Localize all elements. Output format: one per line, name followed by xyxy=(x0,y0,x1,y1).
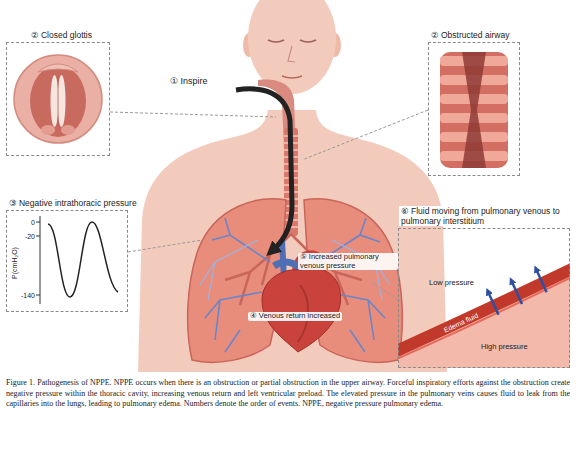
figure-caption: Figure 1. Pathogenesis of NPPE. NPPE occ… xyxy=(6,378,570,410)
callout-label: ⑤ Increased pulmonary venous pressure xyxy=(298,253,398,270)
inset-panel: ⑥ Fluid moving from pulmonary venous to … xyxy=(398,228,570,368)
panel-heading: ⑥ Fluid moving from pulmonary venous to … xyxy=(399,206,571,226)
vessel-section xyxy=(398,267,570,368)
pulmonary-vessels xyxy=(205,218,385,352)
leader-line xyxy=(128,240,202,252)
eye xyxy=(300,40,316,42)
fluid-arrow xyxy=(489,293,499,315)
nose xyxy=(288,46,295,62)
panel-label: High pressure xyxy=(481,343,528,351)
y-axis xyxy=(36,216,40,304)
fluid-arrow xyxy=(537,270,547,292)
panel-heading: ② Closed glottis xyxy=(29,30,94,40)
arytenoid xyxy=(41,125,55,135)
panel-heading: ③ Negative intrathoracic pressure xyxy=(7,198,139,208)
glottis-closure xyxy=(58,76,59,126)
vocal-fold xyxy=(58,75,66,127)
panel-label: Edema fluid xyxy=(443,312,480,335)
mouth xyxy=(282,76,302,78)
larynx-view xyxy=(14,55,102,143)
larynx-inner xyxy=(30,65,86,137)
leader-line xyxy=(110,112,276,117)
callout-label: ① Inspire xyxy=(168,76,210,86)
epiglottis xyxy=(38,64,78,72)
inset-panel: ③ Negative intrathoracic pressure0-20-14… xyxy=(6,210,128,312)
panel-label: P(cmH₂O) xyxy=(11,247,19,279)
panel-heading: ② Obstructed airway xyxy=(429,30,511,40)
fluid-arrow xyxy=(512,282,522,304)
leader-line xyxy=(302,110,428,160)
vocal-fold xyxy=(51,75,59,127)
inset-panel: ② Closed glottis xyxy=(6,42,110,156)
arytenoid xyxy=(61,125,75,135)
panel-label: -20 xyxy=(25,233,35,241)
vessel-wall xyxy=(398,267,570,353)
callout-label: ④ Venous return increased xyxy=(248,312,342,321)
leader-line xyxy=(372,282,398,300)
inspire-arrow xyxy=(236,89,292,249)
pressure-curve xyxy=(48,222,118,297)
heart xyxy=(262,268,341,352)
panel-label: -140 xyxy=(21,292,35,300)
inset-panel: ② Obstructed airway xyxy=(428,42,520,176)
panel-label: 0 xyxy=(31,219,35,227)
airway-tube xyxy=(440,52,508,168)
panel-label: Low pressure xyxy=(429,279,474,287)
narrowed-lumen xyxy=(462,52,486,168)
eye xyxy=(268,40,284,42)
